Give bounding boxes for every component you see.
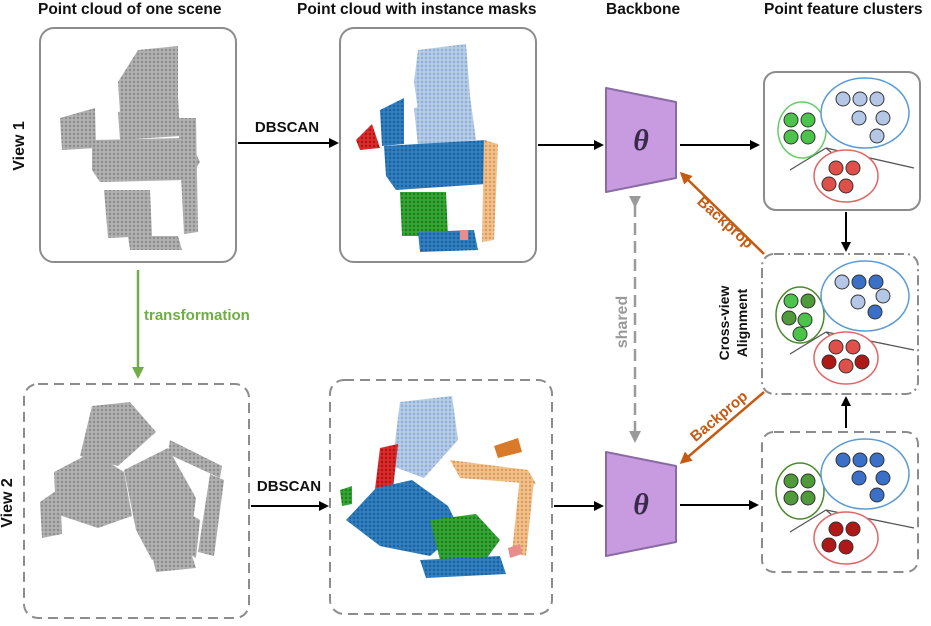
header-feature-clusters: Point feature clusters <box>764 1 923 18</box>
point-cloud-view2 <box>40 402 224 572</box>
arrow-backprop-top <box>679 171 765 255</box>
label-view1: View 1 <box>11 121 28 171</box>
label-view2: View 2 <box>0 478 16 528</box>
instance-masks-view2 <box>340 396 536 578</box>
header-point-cloud: Point cloud of one scene <box>38 1 222 18</box>
cluster-panel-view1 <box>763 71 921 211</box>
backbone-view2: θ <box>605 451 677 557</box>
header-backbone: Backbone <box>606 1 681 18</box>
label-transformation: transformation <box>144 307 250 324</box>
theta-symbol-view2: θ <box>633 488 649 521</box>
label-alignment: Alignment <box>734 288 750 357</box>
label-backprop-bottom: Backprop <box>687 388 751 445</box>
cluster-panel-view2 <box>761 431 919 573</box>
label-dbscan-top: DBSCAN <box>255 119 319 136</box>
label-shared: shared <box>614 296 631 348</box>
point-cloud-view1 <box>60 46 200 250</box>
instance-masks-view1 <box>356 44 498 252</box>
arrow-backprop-bottom <box>679 391 765 464</box>
backbone-view1: θ <box>605 87 677 193</box>
header-instance-masks: Point cloud with instance masks <box>297 1 537 18</box>
panel-masks-view2 <box>329 379 553 615</box>
cluster-panel-alignment <box>761 253 919 395</box>
label-dbscan-bottom: DBSCAN <box>257 478 321 495</box>
theta-symbol-view1: θ <box>633 124 649 157</box>
label-backprop-top: Backprop <box>694 193 757 252</box>
label-cross-view: Cross-view <box>716 286 732 361</box>
